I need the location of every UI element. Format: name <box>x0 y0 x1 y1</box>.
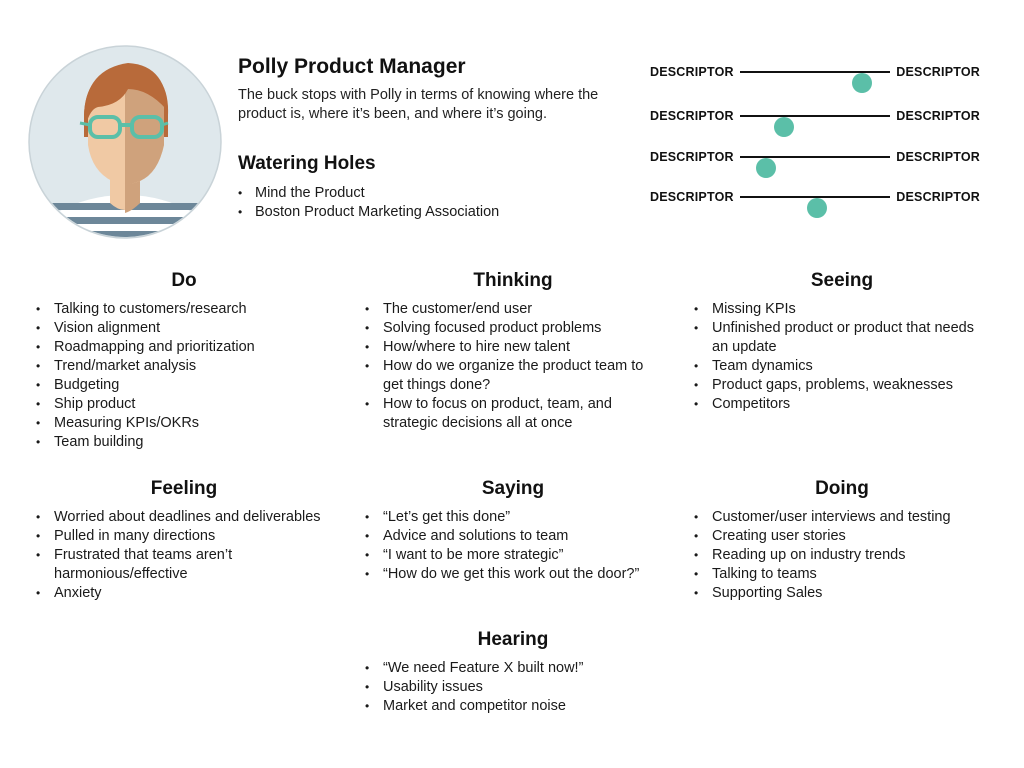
list-item: “How do we get this work out the door?” <box>363 565 663 584</box>
list-item: Unfinished product or product that needs… <box>692 319 992 357</box>
slider-left-label: DESCRIPTOR <box>650 65 734 79</box>
slider-right-label: DESCRIPTOR <box>896 190 980 204</box>
section-list: Worried about deadlines and deliverables… <box>34 508 334 603</box>
list-item: Anxiety <box>34 584 334 603</box>
list-item: Frustrated that teams aren’t harmonious/… <box>34 546 334 584</box>
section-title: Hearing <box>477 629 549 650</box>
list-item: Pulled in many directions <box>34 527 334 546</box>
list-item: Reading up on industry trends <box>692 546 992 565</box>
section-title: Seeing <box>810 270 874 291</box>
list-item: Budgeting <box>34 376 334 395</box>
slider-right-label: DESCRIPTOR <box>896 150 980 164</box>
list-item: Market and competitor noise <box>363 697 663 716</box>
list-item: Team building <box>34 433 334 452</box>
section-list: The customer/end userSolving focused pro… <box>363 300 663 433</box>
section-list: Customer/user interviews and testingCrea… <box>692 508 992 603</box>
list-item: Product gaps, problems, weaknesses <box>692 376 992 395</box>
watering-holes-list: Mind the Product Boston Product Marketin… <box>238 184 499 222</box>
section-thinking: Thinking The customer/end userSolving fo… <box>363 270 663 433</box>
slider-knob[interactable] <box>806 198 827 218</box>
descriptor-slider-4[interactable]: DESCRIPTOR DESCRIPTOR <box>650 185 980 218</box>
list-item: Worried about deadlines and deliverables <box>34 508 334 527</box>
slider-knob[interactable] <box>851 73 872 93</box>
list-item: The customer/end user <box>363 300 663 319</box>
list-item: Measuring KPIs/OKRs <box>34 414 334 433</box>
list-item: Customer/user interviews and testing <box>692 508 992 527</box>
persona-name: Polly Product Manager <box>238 55 466 78</box>
list-item: Team dynamics <box>692 357 992 376</box>
list-item: “We need Feature X built now!” <box>363 659 663 678</box>
list-item: Competitors <box>692 395 992 414</box>
section-feeling: Feeling Worried about deadlines and deli… <box>34 478 334 603</box>
list-item: How to focus on product, team, and strat… <box>363 395 663 433</box>
slider-knob[interactable] <box>773 117 794 137</box>
section-title: Thinking <box>473 270 553 291</box>
slider-right-label: DESCRIPTOR <box>896 109 980 123</box>
section-title: Feeling <box>150 478 218 499</box>
slider-track[interactable] <box>740 196 890 218</box>
descriptor-slider-2[interactable]: DESCRIPTOR DESCRIPTOR <box>650 104 980 137</box>
persona-avatar <box>28 45 222 239</box>
list-item: Creating user stories <box>692 527 992 546</box>
watering-hole-item: Boston Product Marketing Association <box>238 203 499 222</box>
watering-holes-title: Watering Holes <box>238 153 376 174</box>
section-title: Doing <box>815 478 869 499</box>
list-item: Ship product <box>34 395 334 414</box>
slider-knob[interactable] <box>755 158 776 178</box>
list-item: Supporting Sales <box>692 584 992 603</box>
section-list: “We need Feature X built now!”Usability … <box>363 659 663 716</box>
list-item: Vision alignment <box>34 319 334 338</box>
section-saying: Saying “Let’s get this done”Advice and s… <box>363 478 663 584</box>
slider-track[interactable] <box>740 115 890 137</box>
slider-track[interactable] <box>740 156 890 178</box>
list-item: Advice and solutions to team <box>363 527 663 546</box>
list-item: Roadmapping and prioritization <box>34 338 334 357</box>
list-item: Talking to customers/research <box>34 300 334 319</box>
section-list: “Let’s get this done”Advice and solution… <box>363 508 663 584</box>
slider-left-label: DESCRIPTOR <box>650 190 734 204</box>
list-item: How do we organize the product team to g… <box>363 357 663 395</box>
section-list: Talking to customers/researchVision alig… <box>34 300 334 452</box>
slider-left-label: DESCRIPTOR <box>650 150 734 164</box>
slider-left-label: DESCRIPTOR <box>650 109 734 123</box>
list-item: “I want to be more strategic” <box>363 546 663 565</box>
section-do: Do Talking to customers/researchVision a… <box>34 270 334 452</box>
list-item: Talking to teams <box>692 565 992 584</box>
list-item: Trend/market analysis <box>34 357 334 376</box>
list-item: Solving focused product problems <box>363 319 663 338</box>
section-list: Missing KPIsUnfinished product or produc… <box>692 300 992 414</box>
descriptor-slider-3[interactable]: DESCRIPTOR DESCRIPTOR <box>650 145 980 178</box>
section-title: Saying <box>481 478 545 499</box>
section-hearing: Hearing “We need Feature X built now!”Us… <box>363 629 663 716</box>
section-title: Do <box>171 270 197 291</box>
list-item: How/where to hire new talent <box>363 338 663 357</box>
descriptor-slider-1[interactable]: DESCRIPTOR DESCRIPTOR <box>650 60 980 93</box>
list-item: “Let’s get this done” <box>363 508 663 527</box>
slider-track[interactable] <box>740 71 890 93</box>
section-seeing: Seeing Missing KPIsUnfinished product or… <box>692 270 992 414</box>
list-item: Missing KPIs <box>692 300 992 319</box>
watering-hole-item: Mind the Product <box>238 184 499 203</box>
slider-right-label: DESCRIPTOR <box>896 65 980 79</box>
section-doing: Doing Customer/user interviews and testi… <box>692 478 992 603</box>
list-item: Usability issues <box>363 678 663 697</box>
persona-description: The buck stops with Polly in terms of kn… <box>238 87 599 122</box>
